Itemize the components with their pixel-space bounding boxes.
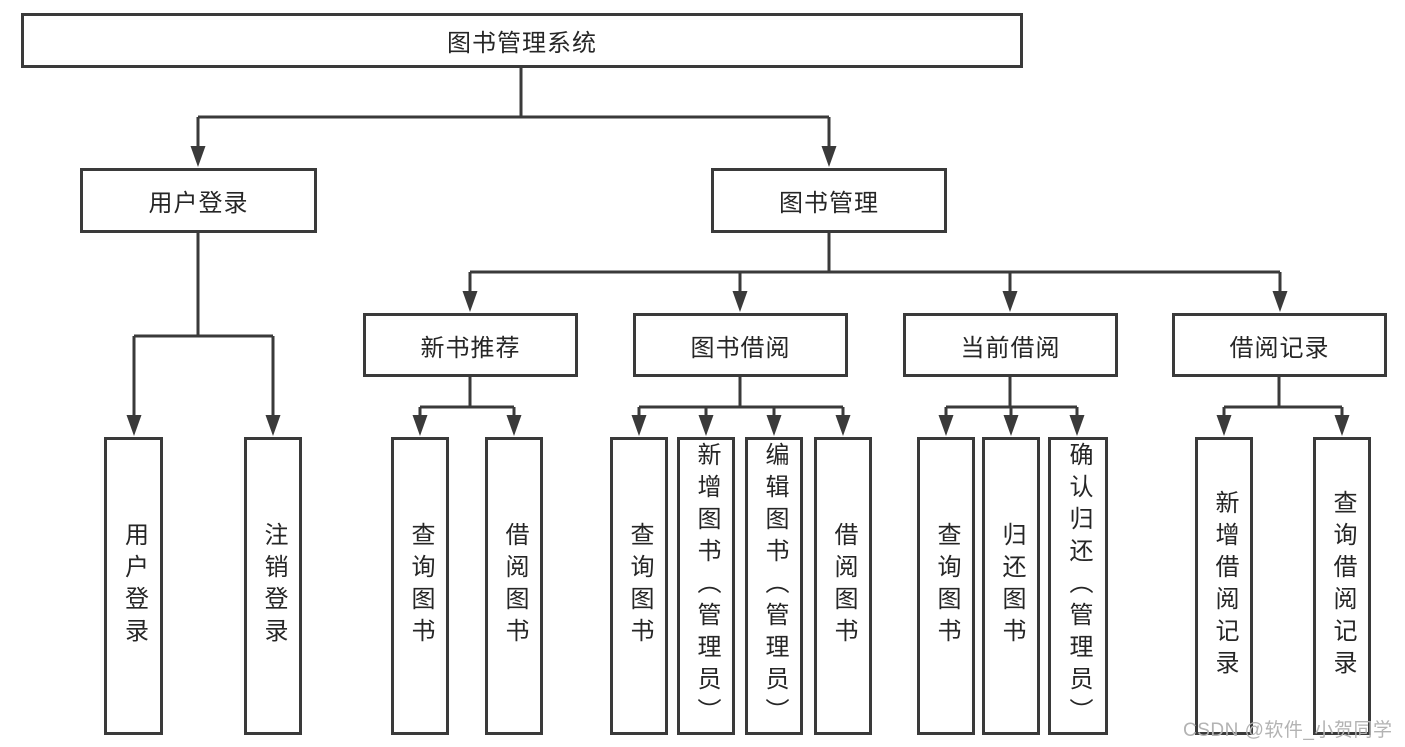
node-library-management-system: 图书管理系统	[21, 13, 1023, 68]
node-query-books-recommendation: 查询图书	[391, 437, 449, 735]
node-return-books: 归还图书	[982, 437, 1040, 735]
node-add-books-admin: 新增图书（管理员）	[677, 437, 735, 735]
node-borrow-books-recommendation: 借阅图书	[485, 437, 543, 735]
node-query-borrow-record: 查询借阅记录	[1313, 437, 1371, 735]
node-query-books-borrowing: 查询图书	[610, 437, 668, 735]
node-user-login: 用户登录	[80, 168, 317, 233]
node-borrow-books-borrowing: 借阅图书	[814, 437, 872, 735]
node-query-books-current: 查询图书	[917, 437, 975, 735]
node-current-borrowing: 当前借阅	[903, 313, 1118, 377]
node-book-management: 图书管理	[711, 168, 947, 233]
node-confirm-return-admin: 确认归还（管理员）	[1048, 437, 1108, 735]
node-add-borrow-record: 新增借阅记录	[1195, 437, 1253, 735]
node-edit-books-admin: 编辑图书（管理员）	[745, 437, 803, 735]
node-new-book-recommendation: 新书推荐	[363, 313, 578, 377]
node-user-login-leaf: 用户登录	[104, 437, 163, 735]
node-logout: 注销登录	[244, 437, 302, 735]
node-book-borrowing: 图书借阅	[633, 313, 848, 377]
node-borrowing-records: 借阅记录	[1172, 313, 1387, 377]
csdn-watermark: CSDN @软件_小贺同学	[1183, 720, 1393, 741]
